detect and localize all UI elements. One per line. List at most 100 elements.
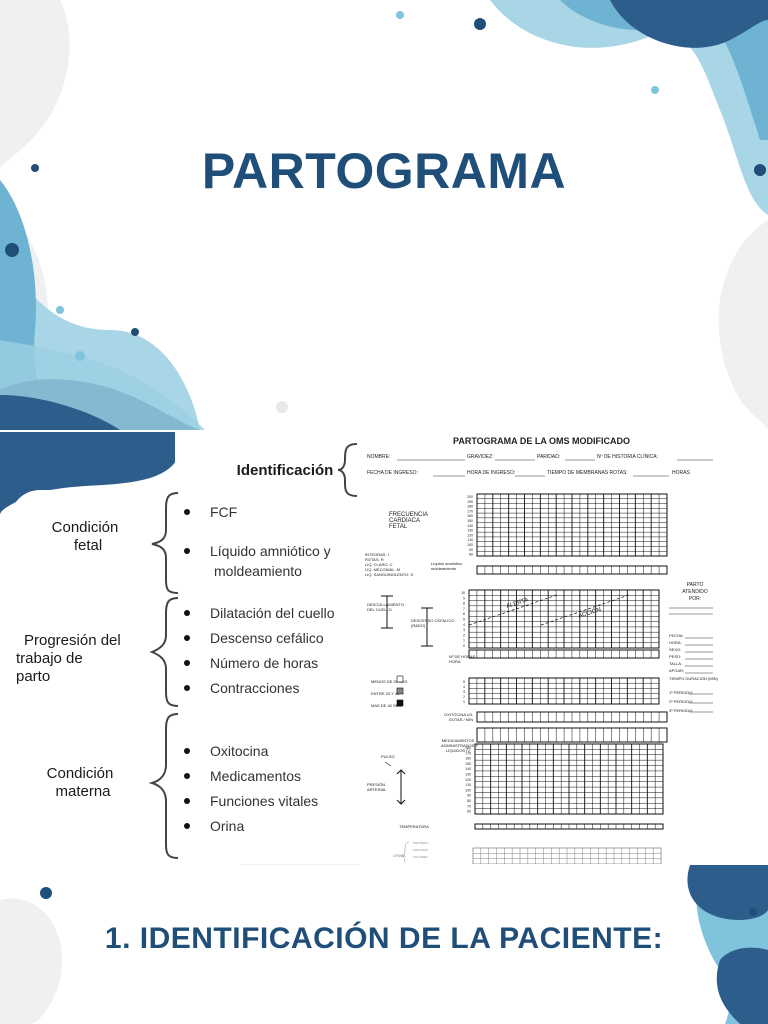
- vitals-scale-label: 100: [465, 788, 471, 792]
- form-field-admission-date: FECHA DE INGRESO:: [367, 470, 418, 476]
- delivery-panel-line: PARTO: [686, 582, 704, 588]
- bullet-text: Orina: [210, 818, 245, 834]
- bp-indicator-arrow: [396, 769, 406, 775]
- liquid-code: LIQ. MECONIAL: M: [365, 567, 401, 572]
- liquid-code: INTEGRAS: I: [365, 552, 389, 557]
- descent-label-line: (RADO): [411, 623, 426, 628]
- vitals-scale-label: 180: [465, 746, 471, 750]
- contractions-legend-item: MENOS DE 20 SEG: [371, 679, 408, 684]
- category-progress: Progresión del trabajo de parto: [16, 632, 146, 686]
- dot: [474, 18, 486, 30]
- vitals-scale-label: 60: [467, 810, 471, 814]
- bullet-text: Líquido amniótico y: [210, 543, 331, 559]
- vitals-scale-label: 150: [465, 762, 471, 766]
- bp-indicator-arrow: [396, 799, 406, 805]
- drugs-label-line: ADMINISTRADOS Y: [441, 743, 479, 748]
- legend-box-hatched: [396, 687, 404, 695]
- fcf-scale-label: 130: [467, 529, 473, 533]
- delivery-fields: FECHA: HORA: SEXO: PESO: TALLA: APGAR:: [669, 632, 684, 674]
- delivery-field: HORA:: [669, 640, 682, 645]
- bullet-text: FCF: [210, 504, 238, 520]
- vitals-scale-label: 110: [465, 783, 471, 787]
- bp-label: PRESIÓN ARTERIAL: [367, 782, 387, 792]
- cervix-scale-label: 0: [463, 644, 465, 648]
- bullet-text: Dilatación del cuello: [210, 605, 335, 621]
- fcf-label: FRECUENCIA CARDIACA FETAL: [389, 512, 428, 530]
- fcf-scale-label: 90: [469, 548, 473, 552]
- category-progress-line-2: trabajo de: [16, 650, 83, 667]
- oxytocin-label-line: OXITOCINA U/L: [443, 712, 473, 717]
- bullet-text: moldeamiento: [214, 563, 302, 579]
- liquid-code: LIQ. SANGUINOLENTO: S: [365, 572, 414, 577]
- dark-band-left: [0, 432, 182, 515]
- delivery-field: APGAR:: [669, 668, 685, 673]
- section-heading: 1. IDENTIFICACIÓN DE LA PACIENTE:: [104, 922, 664, 955]
- fcf-scale-label: 160: [467, 514, 473, 518]
- partogram-form: PARTOGRAMA DE LA OMS MODIFICADO NOMBRE: …: [357, 432, 768, 864]
- urine-row: ACETONA: [413, 848, 428, 852]
- bullet-dot: [184, 635, 190, 641]
- hours-label-line: HORA: [449, 659, 461, 664]
- liquid-codes: INTEGRAS: I ROTAS: R LIQ. CLARO: C LIQ. …: [365, 552, 413, 577]
- cervix-label-line: DESCOLLAMIENTO: [367, 602, 404, 607]
- category-fetal-line-2: fetal: [73, 537, 103, 554]
- contractions-scale-label: 1: [463, 700, 465, 704]
- fcf-scale-label: 120: [467, 533, 473, 537]
- drugs-label: MEDICAMENTOS ADMINISTRADOS Y LÍQUIDOS IV: [441, 738, 479, 753]
- vitals-scale-label: 90: [467, 794, 471, 798]
- oxytocin-label-line: GOTAS / MIN: [448, 717, 473, 722]
- cervix-scale-label: 7: [463, 607, 465, 611]
- period-field: 1º PERIODO:: [669, 690, 694, 695]
- period-field: 2º PERIODO:: [669, 699, 694, 704]
- form-field-parity: PARIDAD:: [537, 454, 561, 460]
- dot: [749, 908, 757, 916]
- hours-label: Nº DE HORAS HORA: [449, 654, 475, 664]
- cervix-scale-label: 3: [463, 628, 465, 632]
- bullet-dot: [184, 660, 190, 666]
- fcf-scale-label: 80: [469, 553, 473, 557]
- grey-blob-right: [718, 220, 768, 430]
- vitals-scale-label: 130: [465, 773, 471, 777]
- form-field-membranes: TIEMPO DE MEMBRANAS ROTAS:: [547, 470, 628, 476]
- light-wave-top-right: [490, 0, 768, 215]
- bp-label-line: PRESIÓN: [367, 782, 386, 787]
- liquid-label-line: moldeamiento: [431, 566, 457, 571]
- vitals-scale-label: 140: [465, 767, 471, 771]
- dot: [651, 86, 659, 94]
- delivery-panel-line: ATENDIDO: [682, 589, 708, 595]
- liquid-code: ROTAS: R: [365, 557, 384, 562]
- delivery-panel: PARTO ATENDIDO POR:: [677, 582, 713, 603]
- category-fetal-line-1: Condición: [51, 519, 119, 536]
- pulse-marker: [384, 761, 392, 767]
- fcf-scale-label: 200: [467, 495, 473, 499]
- bullet-text: Funciones vitales: [210, 793, 319, 809]
- dark-wave-bottom-right: [687, 865, 768, 920]
- bp-label-line: ARTERIAL: [367, 787, 387, 792]
- cervix-scale-label: 4: [463, 623, 465, 627]
- drugs-label-line: LÍQUIDOS IV: [445, 748, 470, 753]
- form-grids: 2001901801701601501401301201101009080109…: [381, 459, 713, 864]
- vitals-scale-label: 120: [465, 778, 471, 782]
- form-field-hours: HORAS: [672, 470, 690, 476]
- urine-rows: PROTEÍNA ACETONA VOLUMEN: [413, 840, 428, 861]
- drugs-label-line: MEDICAMENTOS: [441, 738, 475, 743]
- form-field-gravidity: GRAVIDEZ:: [467, 454, 494, 460]
- alert-label: ALERTA: [506, 597, 530, 610]
- fcf-scale-label: 190: [467, 500, 473, 504]
- oxytocin-label: OXITOCINA U/L GOTAS / MIN: [443, 712, 473, 722]
- category-maternal-line-1: Condición: [46, 765, 114, 782]
- form-field-history: Nº DE HISTORIA CLÍNICA:: [597, 454, 658, 460]
- bullet-text: Oxitocina: [210, 743, 269, 759]
- contractions-legend: MENOS DE 20 SEG ENTRE 20 Y 40 MAS DE 40 …: [371, 676, 407, 712]
- legend-box-solid: [396, 699, 404, 707]
- dot: [75, 351, 85, 361]
- duration-label: TIEMPO DURACIÓN (MIN): [669, 676, 718, 681]
- fcf-label-line: CARDIACA: [389, 518, 421, 524]
- fcf-scale-label: 140: [467, 524, 473, 528]
- delivery-field: PESO:: [669, 654, 682, 659]
- bullet-dot: [184, 748, 190, 754]
- dark-wave-top-right: [610, 0, 768, 48]
- cervix-scale-label: 2: [463, 633, 465, 637]
- temp-label: TEMPERATURA: [399, 824, 429, 829]
- form-field-name: NOMBRE:: [367, 454, 391, 460]
